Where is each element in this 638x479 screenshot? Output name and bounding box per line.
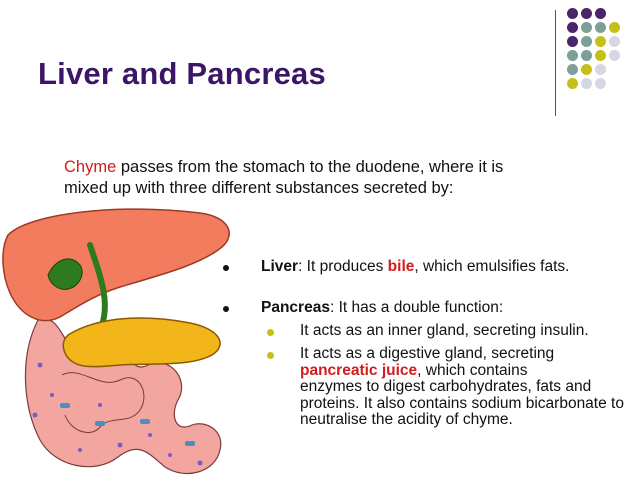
pancreas-text: : It has a double function: [329, 299, 504, 316]
intro-line-2: mixed up with three different substances… [64, 179, 454, 197]
chyme-keyword: Chyme [64, 158, 117, 176]
pancreas [62, 317, 221, 368]
liver-text-before: : It produces [298, 258, 388, 275]
bile-keyword: bile [387, 258, 415, 275]
decorative-dot-grid [567, 8, 633, 98]
liver-term: Liver [261, 258, 299, 275]
intro-line-1-rest: passes from the stomach to the duodene, … [116, 158, 504, 176]
sub-bullet-dot [267, 329, 274, 336]
pancreas-term: Pancreas [261, 299, 330, 316]
pancreatic-juice-keyword: pancreatic juice [300, 361, 418, 379]
liver-text-after: , which emulsifies fats. [414, 258, 570, 275]
intestine-fold [61, 372, 145, 433]
intestine-villi [60, 403, 195, 446]
pancreatic-juice-paragraph: It acts as a digestive gland, secreting … [300, 345, 638, 429]
sub-bullet-dot [267, 352, 274, 359]
gallbladder [47, 258, 83, 290]
bullet-dot [223, 306, 229, 312]
intro-line-1: Chyme passes from the stomach to the duo… [64, 157, 604, 178]
digestive-organs-illustration [2, 208, 230, 475]
liver [2, 208, 230, 322]
intestine-speckles [32, 362, 203, 466]
title-divider-line [555, 10, 556, 116]
intro-paragraph: Chyme passes from the stomach to the duo… [64, 157, 604, 199]
pancreatic-line-1: It acts as a digestive gland, secreting [300, 345, 555, 362]
insulin-text: It acts as an inner gland, secreting ins… [300, 322, 589, 339]
bullet-dot [223, 265, 229, 271]
pancreatic-after: , which contains [417, 361, 528, 379]
pancreatic-rest: enzymes to digest carbohydrates, fats an… [300, 378, 624, 428]
slide-title: Liver and Pancreas [38, 56, 326, 91]
